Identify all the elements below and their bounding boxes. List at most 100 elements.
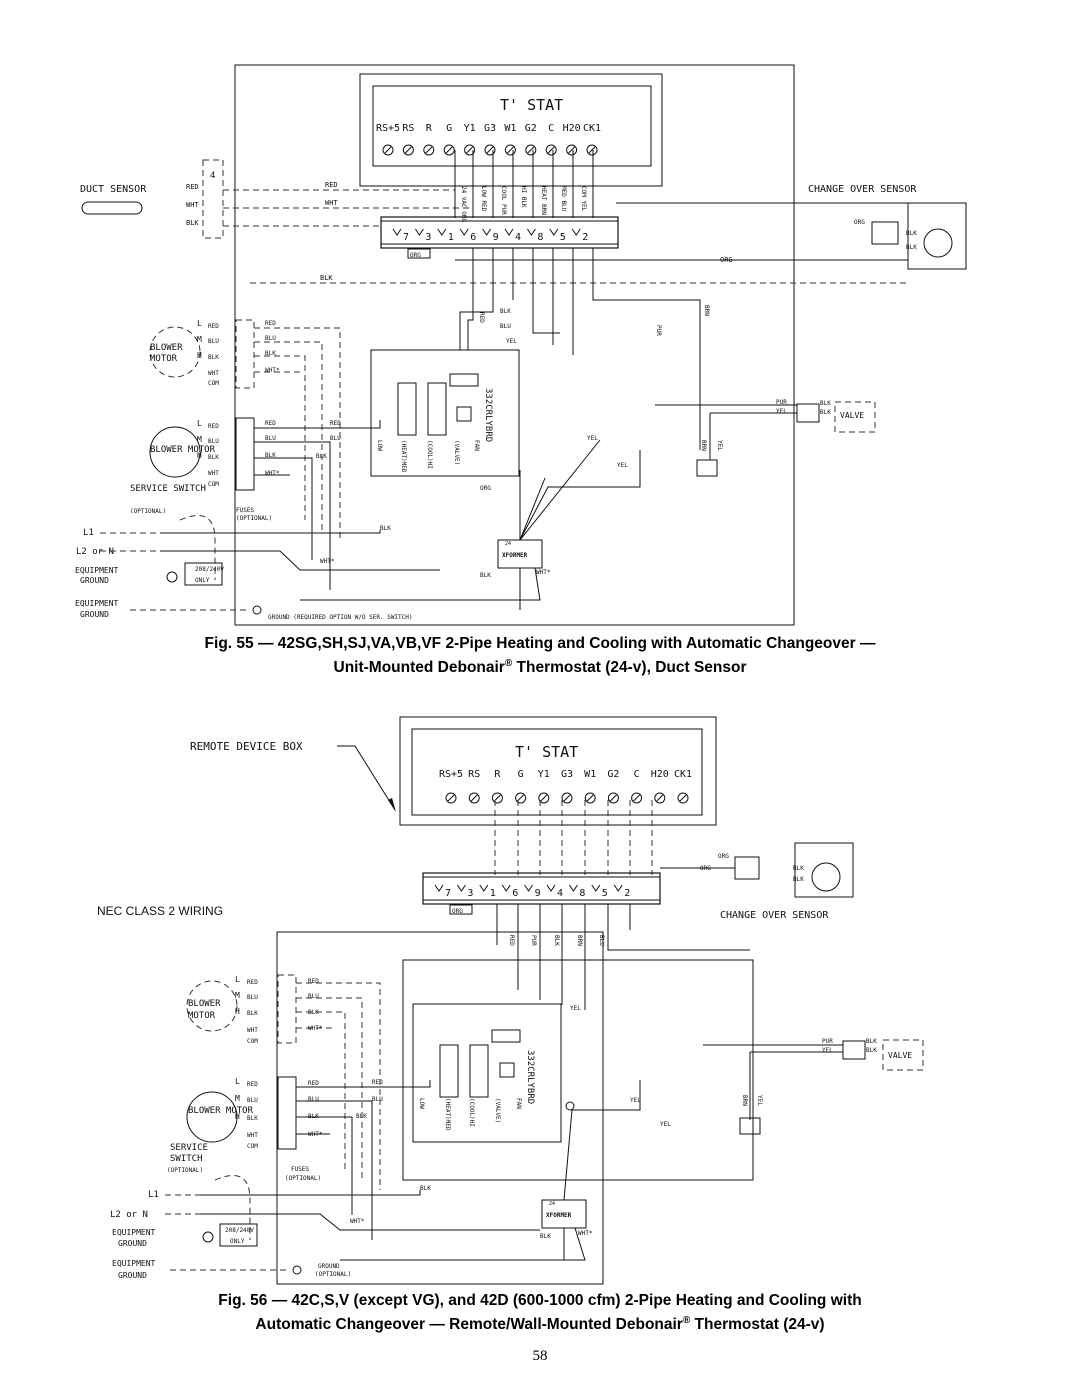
fig55-xformer-label: XFORMER [502, 552, 528, 559]
fig56-xformer-label: XFORMER [546, 1212, 572, 1219]
svg-text:WHT*: WHT* [350, 1218, 365, 1225]
terminal-screw [464, 144, 476, 156]
svg-text:BLK: BLK [265, 452, 276, 459]
svg-text:(OPTIONAL): (OPTIONAL) [285, 1175, 321, 1182]
svg-text:GROUND: GROUND [318, 1263, 340, 1270]
svg-text:BLU: BLU [265, 335, 276, 342]
screw-slot [445, 146, 453, 154]
svg-text:BLK: BLK [906, 230, 917, 237]
terminal-label-ck1: CK1 [674, 769, 692, 780]
fig56-change-over-label: CHANGE OVER SENSOR [720, 910, 829, 921]
svg-text:FAN: FAN [515, 1098, 522, 1109]
strip-pin [504, 228, 514, 236]
terminal-label-rs: RS [468, 769, 480, 780]
svg-text:LOW: LOW [376, 440, 383, 451]
screw-slot [679, 794, 687, 802]
svg-text:M: M [235, 991, 240, 1000]
svg-text:L: L [197, 419, 202, 428]
svg-text:PUR: PUR [530, 935, 537, 946]
svg-text:(HEAT)MED: (HEAT)MED [444, 1098, 451, 1131]
svg-text:BLK: BLK [265, 350, 276, 357]
svg-text:RED: RED [247, 979, 258, 986]
terminal-label-g: G [518, 769, 524, 780]
svg-text:H: H [235, 1007, 240, 1016]
fig55-change-over-label: CHANGE OVER SENSOR [808, 184, 917, 195]
svg-text:BLU: BLU [500, 323, 511, 330]
terminal-label-c: C [634, 769, 640, 780]
svg-text:WHT*: WHT* [308, 1025, 323, 1032]
fig55-caption-line2: Unit-Mounted Debonair® Thermostat (24-v)… [0, 654, 1080, 678]
terminal-label-g2: G2 [525, 123, 537, 134]
registered-mark: ® [504, 658, 513, 669]
terminal-screw [445, 792, 457, 804]
terminal-screw [504, 144, 516, 156]
screw-slot [588, 146, 596, 154]
svg-text:BLK: BLK [500, 308, 511, 315]
strip-pin [568, 884, 578, 892]
svg-text:24: 24 [505, 541, 511, 547]
fig55-valve-label: VALVE [840, 411, 864, 420]
svg-text:COM: COM [247, 1143, 258, 1150]
screw-slot [470, 794, 478, 802]
svg-text:BLU: BLU [308, 993, 319, 1000]
svg-text:4: 4 [210, 171, 215, 181]
strip-pin [524, 884, 534, 892]
strip-pin [591, 884, 601, 892]
svg-text:BLK: BLK [906, 244, 917, 251]
screw-slot [563, 794, 571, 802]
svg-text:YEL: YEL [587, 435, 598, 442]
strip-pin [526, 228, 536, 236]
fig56-nec-class-label: NEC CLASS 2 WIRING [97, 904, 223, 918]
wire-label: MED BLU [560, 186, 567, 212]
svg-text:RED: RED [308, 1080, 319, 1087]
terminal-screw [538, 792, 550, 804]
svg-text:RED: RED [186, 183, 199, 191]
svg-text:BLK: BLK [793, 865, 804, 872]
terminal-label-r: R [494, 769, 501, 780]
strip-number: 3 [467, 888, 473, 899]
fig55-tstat-title: T' STAT [500, 96, 563, 114]
fig55-tstat-inner [372, 85, 652, 167]
terminal-screw [525, 144, 537, 156]
terminal-label-w1: W1 [504, 123, 516, 134]
svg-text:YEL: YEL [756, 1095, 763, 1106]
strip-pin [571, 228, 581, 236]
svg-text:BLK: BLK [308, 1009, 319, 1016]
svg-text:MOTOR: MOTOR [188, 1011, 216, 1021]
strip-number: 8 [579, 888, 585, 899]
svg-text:BLK: BLK [820, 400, 831, 407]
screw-slot [425, 146, 433, 154]
screw-slot [486, 146, 494, 154]
svg-text:BRN: BRN [741, 1095, 748, 1106]
wire-label: HI BLK [520, 186, 527, 208]
svg-text:BLU: BLU [308, 1096, 319, 1103]
svg-text:(OPTIONAL): (OPTIONAL) [167, 1167, 203, 1174]
strip-number: 5 [560, 232, 566, 243]
svg-text:H: H [197, 451, 202, 460]
fig55-duct-sensor-label: DUCT SENSOR [80, 184, 147, 195]
svg-text:BLK: BLK [316, 453, 327, 460]
svg-text:ORG: ORG [410, 252, 421, 259]
terminal-screw [402, 144, 414, 156]
screw-slot [405, 146, 412, 154]
strip-pin [437, 228, 447, 236]
strip-number: 2 [624, 888, 630, 899]
strip-number: 9 [535, 888, 541, 899]
svg-text:WHT: WHT [186, 201, 199, 209]
svg-text:(VALVE): (VALVE) [453, 440, 460, 465]
strip-pin [613, 884, 623, 892]
svg-text:PUR: PUR [655, 325, 662, 336]
svg-text:L1: L1 [148, 1190, 159, 1200]
svg-text:WHT*: WHT* [578, 1230, 593, 1237]
svg-text:COM: COM [208, 380, 219, 387]
svg-text:PUR: PUR [822, 1038, 833, 1045]
svg-text:YEL: YEL [716, 440, 723, 451]
svg-text:RED: RED [330, 420, 341, 427]
fig55-duct-sensor [81, 201, 143, 215]
screw-slot [540, 794, 548, 802]
svg-text:YEL: YEL [570, 1005, 581, 1012]
svg-text:ORG: ORG [720, 256, 733, 264]
